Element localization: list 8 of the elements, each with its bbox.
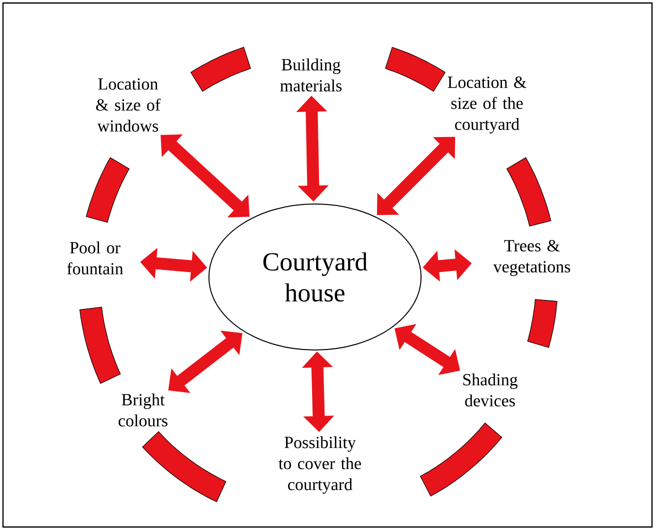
factor-label: Building materials bbox=[280, 58, 342, 92]
factor-label: Location & size of the courtyard bbox=[448, 76, 526, 134]
factor-label: Possibility to cover the courtyard bbox=[278, 436, 361, 494]
factor-label: Trees & vegetations bbox=[493, 240, 570, 276]
factor-label: Location & size of windows bbox=[96, 78, 161, 132]
factor-label: Shading devices bbox=[463, 374, 518, 406]
factor-label: Pool or fountain bbox=[67, 242, 124, 274]
factor-label: Bright colours bbox=[118, 394, 168, 426]
